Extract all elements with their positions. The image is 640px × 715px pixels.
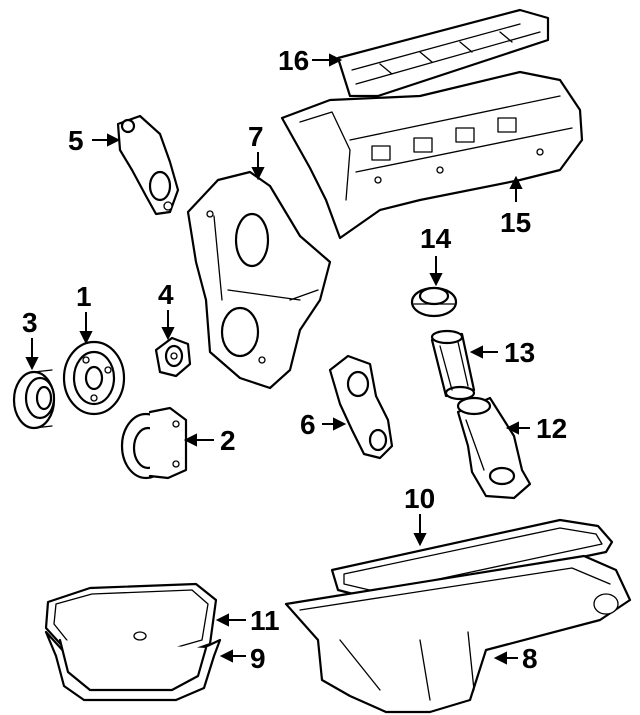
callout-12: 12 bbox=[536, 413, 567, 444]
part-12-filter-housing[interactable] bbox=[456, 396, 532, 500]
callout-5: 5 bbox=[68, 125, 84, 156]
callout-14: 14 bbox=[420, 223, 452, 254]
part-5-bracket[interactable] bbox=[116, 114, 180, 216]
callout-13: 13 bbox=[504, 337, 535, 368]
callout-1: 1 bbox=[76, 281, 92, 312]
callout-15: 15 bbox=[500, 207, 531, 238]
part-4-tensioner[interactable] bbox=[154, 336, 192, 378]
callout-11: 11 bbox=[250, 605, 280, 636]
callout-10: 10 bbox=[404, 483, 435, 514]
callout-2: 2 bbox=[220, 425, 236, 456]
leader-lines bbox=[25, 53, 530, 665]
part-2-housing[interactable] bbox=[120, 406, 188, 480]
part-9-oil-pan[interactable] bbox=[44, 630, 222, 702]
part-8-oil-pan[interactable] bbox=[284, 554, 632, 714]
part-1-pulley[interactable] bbox=[62, 340, 126, 416]
callout-labels: 16 15 5 7 14 1 3 4 13 2 6 12 10 11 9 8 bbox=[22, 45, 567, 674]
callout-6: 6 bbox=[300, 409, 316, 440]
callout-16: 16 bbox=[278, 45, 309, 76]
part-14-filler-cap[interactable] bbox=[410, 286, 458, 318]
part-7-timing-cover[interactable] bbox=[186, 170, 332, 390]
callout-9: 9 bbox=[250, 643, 266, 674]
callout-7: 7 bbox=[248, 121, 264, 152]
part-6-pump-cover[interactable] bbox=[328, 354, 394, 460]
callout-3: 3 bbox=[22, 307, 38, 338]
part-10-gasket[interactable] bbox=[330, 518, 614, 602]
part-16-cover-trim[interactable] bbox=[336, 8, 550, 98]
part-3-seal[interactable] bbox=[12, 369, 56, 430]
part-15-valve-cover[interactable] bbox=[280, 70, 584, 240]
callout-4: 4 bbox=[158, 279, 174, 310]
part-13-oil-filter[interactable] bbox=[430, 329, 476, 401]
callout-8: 8 bbox=[522, 643, 538, 674]
